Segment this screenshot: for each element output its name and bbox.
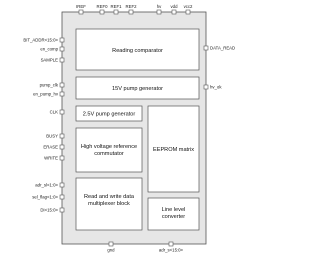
label-bit-addr: BIT_ADDR<15:0>	[23, 38, 58, 43]
block-rw-multiplexer	[75, 177, 143, 231]
pin-ref1	[113, 9, 119, 15]
pin-en-comp	[59, 46, 65, 52]
label-level-2: converter	[162, 214, 185, 220]
label-vcc2: vcc2	[184, 4, 193, 9]
label-rw-2: multiplexer block	[88, 201, 130, 207]
pin-pump-clk	[59, 82, 65, 88]
label-eeprom: EEPROM matrix	[153, 147, 194, 153]
blocks	[75, 28, 200, 231]
pin-hv-ok	[203, 84, 209, 90]
label-hv-ref-1: High voltage reference	[81, 144, 137, 150]
pin-sample	[59, 57, 65, 63]
label-ref0: REF0	[97, 4, 109, 9]
label-gnd: gnd	[107, 248, 115, 253]
label-clk: CLK	[50, 110, 58, 115]
pin-sel-flag	[59, 194, 65, 200]
label-erase: ERASE	[43, 145, 58, 150]
pin-write	[59, 155, 65, 161]
pin-di	[59, 207, 65, 213]
label-rw-1: Read and write data	[84, 194, 135, 200]
pin-en-pump	[59, 91, 65, 97]
pin-iref	[78, 9, 84, 15]
label-di: DI<15:0>	[40, 208, 58, 213]
top-pins	[78, 9, 191, 15]
pin-erase	[59, 144, 65, 150]
label-sel-flag: sel_flag<1:0>	[32, 195, 58, 200]
pin-hv	[156, 9, 162, 15]
label-15v-pump: 15V pump generator	[112, 86, 163, 92]
eeprom-block-diagram: IREF REF0 REF1 REF2 hv vdd vcc2 BIT_ADDR…	[23, 4, 235, 253]
label-data-read: DATA_READ	[210, 46, 235, 51]
pin-gnd	[108, 241, 114, 247]
label-hv-ref-2: commutator	[94, 151, 124, 157]
pin-ref0	[99, 9, 105, 15]
block-line-level	[147, 197, 200, 231]
label-reading-comparator: Reading comparator	[112, 48, 163, 54]
label-en-pump: en_pump_hv	[33, 92, 59, 97]
pin-adr-sl	[59, 182, 65, 188]
block-reading-comparator	[75, 28, 200, 71]
left-pins	[59, 37, 65, 213]
label-sample: SAMPLE	[41, 58, 59, 63]
label-iref: IREF	[76, 4, 86, 9]
label-ref2: REF2	[126, 4, 138, 9]
label-25v-pump: 2.5V pump generator	[83, 112, 136, 118]
label-level-1: Line level	[162, 207, 186, 213]
pin-data-read	[203, 45, 209, 51]
label-ref1: REF1	[111, 4, 123, 9]
label-hv-ok: hv_ok	[210, 85, 222, 90]
pin-adr-s	[168, 241, 174, 247]
pin-clk	[59, 109, 65, 115]
label-pump-clk: pump_clk	[40, 83, 59, 88]
label-hv: hv	[157, 4, 162, 9]
label-adr-s: adr_s<15:0>	[159, 248, 184, 253]
block-15v-pump	[75, 76, 200, 100]
label-busy: BUSY	[46, 134, 58, 139]
pin-busy	[59, 133, 65, 139]
block-eeprom-matrix	[147, 105, 200, 193]
block-25v-pump	[75, 105, 143, 122]
pin-vcc2	[185, 9, 191, 15]
pin-bit-addr	[59, 37, 65, 43]
pin-ref2	[128, 9, 134, 15]
right-pins	[203, 45, 209, 90]
label-adr-sl: adr_sl<1:0>	[35, 183, 58, 188]
label-vdd: vdd	[171, 4, 179, 9]
bottom-pins	[108, 241, 174, 247]
label-write: WRITE	[44, 156, 58, 161]
label-en-comp: en_comp	[40, 47, 58, 52]
pin-vdd	[171, 9, 177, 15]
block-hv-reference	[75, 127, 143, 173]
